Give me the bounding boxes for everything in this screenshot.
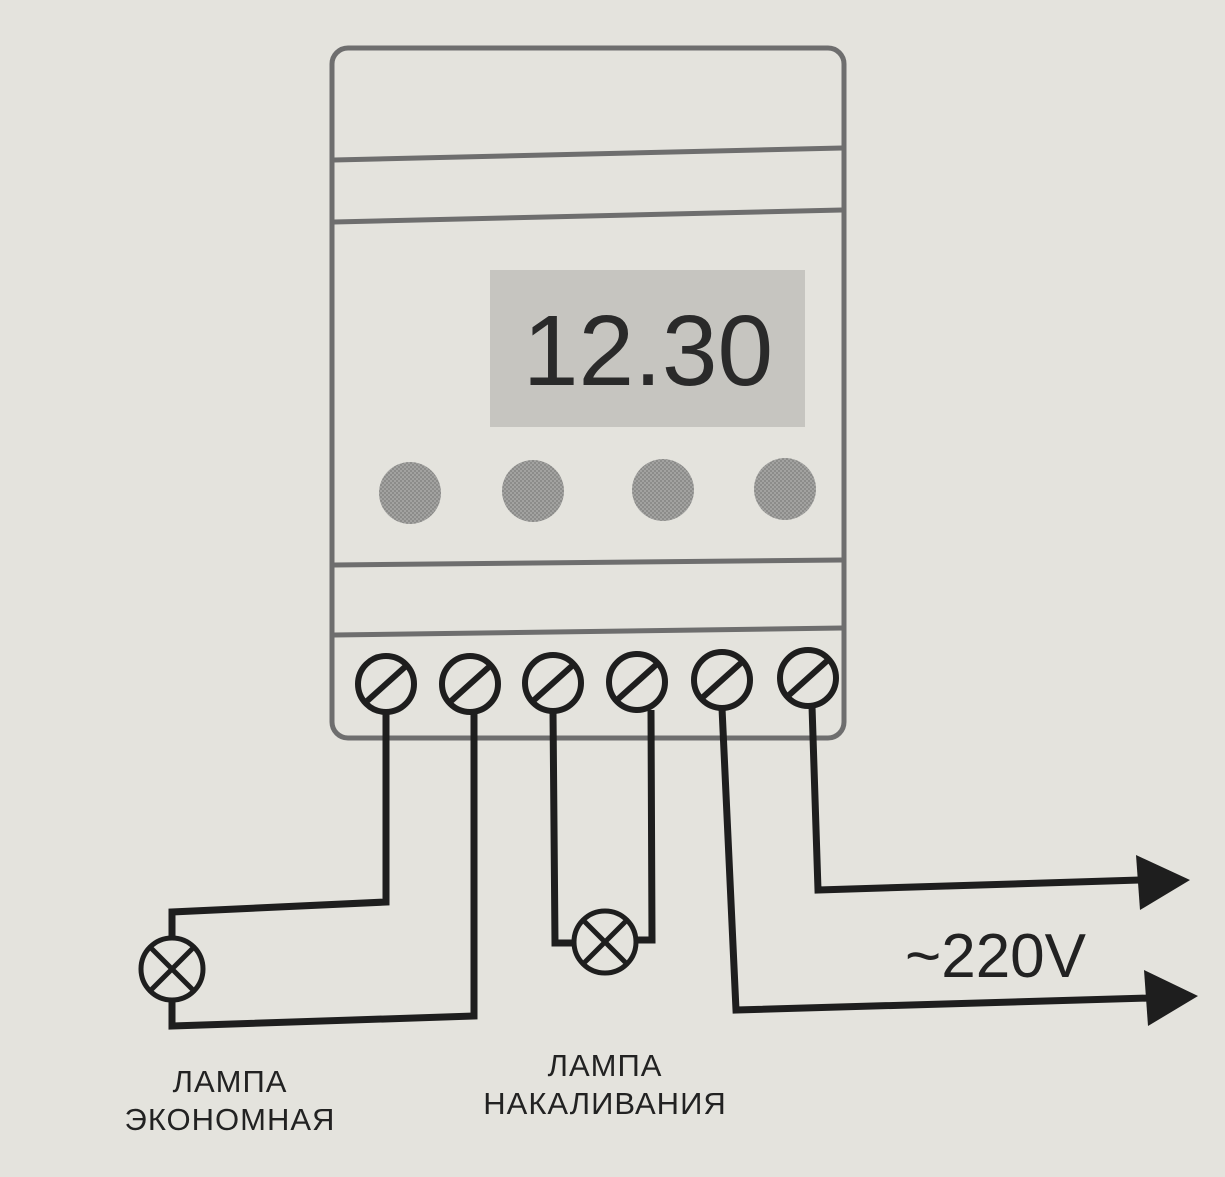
wire-incandescent-left [549,710,574,947]
terminal-5 [691,649,753,711]
incandescent-lamp-label: ЛАМПА НАКАЛИВАНИЯ [455,1047,755,1123]
display-screen [490,270,805,427]
timer-relay-housing [329,45,847,741]
control-button-3[interactable] [632,459,694,521]
wire-economy-lamp-top [168,712,390,940]
economy-lamp-label-line1: ЛАМПА [172,1064,288,1099]
wire-mains-lower [718,707,1151,1014]
terminal-2 [439,653,501,715]
wire-incandescent-right [636,709,656,944]
control-button-2[interactable] [502,460,564,522]
wire-mains-upper [808,705,1141,894]
lamp-economy-icon [138,935,206,1003]
housing-divider-1 [333,145,843,163]
housing-divider-2 [333,207,843,225]
voltage-label: ~220V [905,922,1087,991]
lamp-incandescent-icon [571,908,639,976]
terminal-3 [522,652,584,714]
incandescent-lamp-label-line2: НАКАЛИВАНИЯ [483,1086,727,1121]
wire-economy-lamp-bottom [168,712,478,1030]
economy-lamp-label: ЛАМПА ЭКОНОМНАЯ [95,1063,365,1139]
display-readout: 12.30 [523,295,773,407]
housing-divider-3 [333,557,843,568]
terminal-1 [355,653,417,715]
housing-divider-4 [333,625,843,638]
economy-lamp-label-line2: ЭКОНОМНАЯ [124,1102,336,1137]
terminal-block [355,647,839,715]
incandescent-lamp-label-line1: ЛАМПА [547,1048,663,1083]
control-button-4[interactable] [754,458,816,520]
terminal-4 [606,651,668,713]
wiring [168,705,1151,1030]
display-panel: 12.30 [490,270,805,427]
arrow-mains-upper [1136,855,1190,910]
terminal-6 [777,647,839,709]
arrow-mains-lower [1144,970,1198,1026]
control-button-1[interactable] [379,462,441,524]
control-buttons [379,458,816,524]
housing-outline [329,45,847,741]
